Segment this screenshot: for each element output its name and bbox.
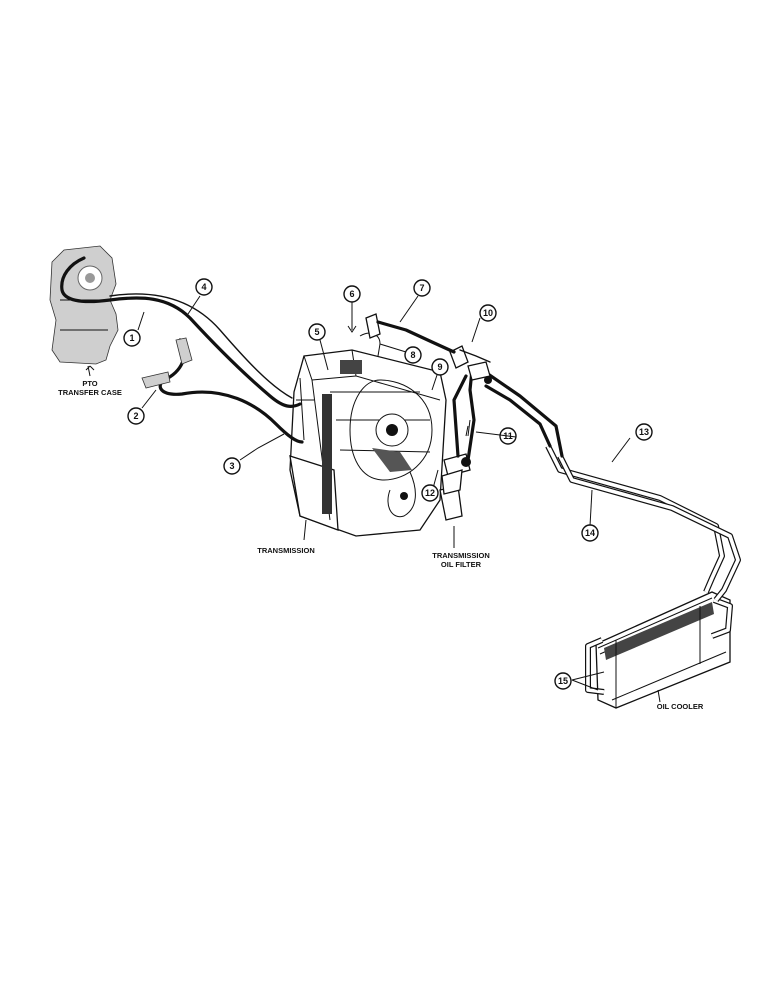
- transmission-label: TRANSMISSION: [257, 546, 315, 555]
- svg-text:10: 10: [483, 308, 493, 318]
- callout-12: 12: [421, 484, 439, 502]
- callout-7: 7: [413, 279, 431, 297]
- pto-label-line2: TRANSFER CASE: [58, 388, 122, 397]
- svg-text:7: 7: [419, 283, 424, 293]
- callout-13: 13: [635, 423, 653, 441]
- callout-6: 6: [343, 285, 361, 303]
- pto-label-line1: PTO: [82, 379, 97, 388]
- callout-15: 15: [554, 672, 572, 690]
- svg-text:4: 4: [201, 282, 206, 292]
- svg-text:3: 3: [229, 461, 234, 471]
- callout-14: 14: [581, 524, 599, 542]
- callout-8: 8: [404, 346, 422, 364]
- callout-10: 10: [479, 304, 497, 322]
- svg-text:14: 14: [585, 528, 595, 538]
- pto-transfer-case: [49, 245, 119, 365]
- svg-text:13: 13: [639, 427, 649, 437]
- svg-text:8: 8: [410, 350, 415, 360]
- cooler-lines: [484, 372, 741, 602]
- transmission-housing: [289, 332, 447, 537]
- oil-cooler-label: OIL COOLER: [657, 702, 704, 711]
- hose-7: [376, 320, 456, 354]
- svg-text:5: 5: [314, 327, 319, 337]
- callout-4: 4: [195, 278, 213, 296]
- callout-9: 9: [431, 358, 449, 376]
- transmission-oil-filter: [439, 368, 476, 521]
- svg-text:2: 2: [133, 411, 138, 421]
- pto-lines: [60, 256, 304, 444]
- filter-label-line1: TRANSMISSION: [432, 551, 490, 560]
- callout-3: 3: [223, 457, 241, 475]
- oil-cooler: [585, 591, 733, 709]
- leader-lines: [85, 295, 661, 703]
- callout-2: 2: [127, 407, 145, 425]
- svg-text:6: 6: [349, 289, 354, 299]
- line-10: [459, 349, 491, 363]
- svg-text:15: 15: [558, 676, 568, 686]
- filter-label-line2: OIL FILTER: [441, 560, 482, 569]
- svg-text:1: 1: [129, 333, 134, 343]
- callout-5: 5: [308, 323, 326, 341]
- callout-1: 1: [123, 329, 141, 347]
- svg-text:9: 9: [437, 362, 442, 372]
- svg-text:12: 12: [425, 488, 435, 498]
- leader-11: [475, 431, 517, 438]
